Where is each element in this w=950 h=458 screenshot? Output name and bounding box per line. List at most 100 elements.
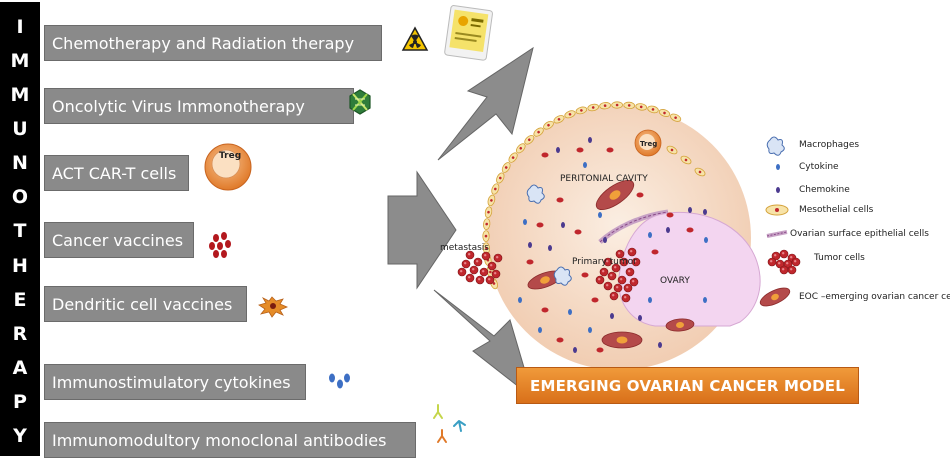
tumor-dot <box>576 147 584 153</box>
tumor-cell <box>595 275 605 285</box>
tumor-dot <box>536 222 544 228</box>
metastasis-label: metastasis <box>440 243 489 253</box>
tumor-cell <box>625 267 635 277</box>
eoc-cells <box>527 179 695 349</box>
cytokine-dot <box>523 219 527 225</box>
dendritic-cell-icon <box>258 296 289 318</box>
chemokine-dot <box>688 207 692 213</box>
chemokine-dot <box>638 315 642 321</box>
legend-epithelial-icon <box>766 230 788 238</box>
legend-macrophage-icon <box>766 136 785 156</box>
tumor-dot <box>581 272 589 278</box>
chemokine-dot <box>573 347 577 353</box>
chemokine-dot <box>548 245 552 251</box>
cytokine-dot <box>568 309 572 315</box>
title-letter: P <box>13 390 27 413</box>
therapy-cancer-vaccines: Cancer vaccines <box>44 222 194 258</box>
cytokine-dot <box>704 237 708 243</box>
therapy-monoclonal-antibodies: Immunomodultory monoclonal antibodies <box>44 422 416 458</box>
tumor-cell <box>767 257 777 267</box>
cytokine-dot <box>703 297 707 303</box>
legend-eoc-icon <box>759 287 791 307</box>
tumor-cell <box>609 291 619 301</box>
legend-chemokine: Chemokine <box>799 185 850 195</box>
title-letter: I <box>16 16 24 38</box>
tumor-cell <box>493 253 503 263</box>
title-letter: N <box>12 152 28 175</box>
therapy-dendritic-vaccines: Dendritic cell vaccines <box>44 286 247 322</box>
immunotherapy-vertical-title: I M M U N O T H E R A P Y <box>0 2 40 456</box>
chemokine-dot <box>658 342 662 348</box>
cytokine-dot <box>648 297 652 303</box>
tumor-dot <box>556 197 564 203</box>
tumor-cell <box>627 247 637 257</box>
tumor-dot <box>651 249 659 255</box>
cytokine-dot <box>518 297 522 303</box>
ovary-label: OVARY <box>660 276 690 286</box>
legend-icons <box>759 136 801 307</box>
cytokine-dots-icon <box>329 373 350 389</box>
chemokine-dot <box>556 147 560 153</box>
scattered-cells <box>518 137 708 353</box>
cytokine-dot <box>538 327 542 333</box>
tumor-dot <box>666 212 674 218</box>
chemokine-dot <box>610 313 614 319</box>
legend-mesothelial-icon <box>765 204 789 216</box>
legend-cytokine: Cytokine <box>799 162 839 172</box>
tumor-dot <box>556 337 564 343</box>
tumor-dot <box>636 192 644 198</box>
therapy-act-car-t: ACT CAR-T cells <box>44 155 189 191</box>
tumor-cell <box>487 261 497 271</box>
title-letter: E <box>13 288 27 311</box>
tumor-cell <box>485 275 495 285</box>
tumor-cell <box>623 283 633 293</box>
cytokine-dot <box>588 327 592 333</box>
tumor-cell <box>599 267 609 277</box>
title-letter: T <box>13 220 27 243</box>
tumor-dot <box>541 307 549 313</box>
title-letter: A <box>12 356 28 379</box>
treg-cell-small: Treg <box>634 129 662 157</box>
virus-dna-icon <box>349 89 371 115</box>
antibodies-icon <box>433 404 466 443</box>
mesothelial-cell <box>482 230 490 243</box>
chemokine-dot <box>561 222 565 228</box>
legend-macrophages: Macrophages <box>799 140 860 150</box>
arrow-top <box>437 46 534 161</box>
cytokine-dot <box>583 162 587 168</box>
arrow-middle <box>387 170 457 290</box>
tumor-cell <box>791 257 801 267</box>
chemokine-dot <box>703 209 707 215</box>
treg-label: Treg <box>219 151 241 161</box>
chemokine-dot <box>588 137 592 143</box>
tumor-cell <box>779 265 789 275</box>
legend-epithelial: Ovarian surface epithelial cells <box>790 229 929 239</box>
tumor-cell <box>475 275 485 285</box>
title-letter: U <box>12 118 28 141</box>
tumor-cell <box>491 269 501 279</box>
title-letter: O <box>11 186 29 209</box>
legend-chemokine-icon <box>776 187 780 193</box>
radiation-hazard-icon <box>401 26 429 51</box>
tumor-dot <box>596 347 604 353</box>
macrophage-cells <box>526 184 572 286</box>
tumor-cell <box>469 265 479 275</box>
cytokine-dot <box>648 232 652 238</box>
tumor-cell <box>617 275 627 285</box>
title-letter: H <box>12 254 28 277</box>
tumor-cell <box>481 251 491 261</box>
treg-small-label: Treg <box>640 140 657 148</box>
therapy-chemo-radiation: Chemotherapy and Radiation therapy <box>44 25 382 61</box>
legend-tumor: Tumor cells <box>814 253 865 263</box>
tumor-cell <box>465 273 475 283</box>
tumor-dot <box>574 229 582 235</box>
cytokine-dot <box>598 212 602 218</box>
chemokine-dot <box>603 237 607 243</box>
tumor-cell <box>603 281 613 291</box>
cavity-label: PERITONIAL CAVITY <box>560 174 648 184</box>
tumor-cell <box>613 283 623 293</box>
title-letter: M <box>10 50 30 73</box>
legend-mesothelial: Mesothelial cells <box>799 205 874 215</box>
chemokine-dot <box>666 227 670 233</box>
